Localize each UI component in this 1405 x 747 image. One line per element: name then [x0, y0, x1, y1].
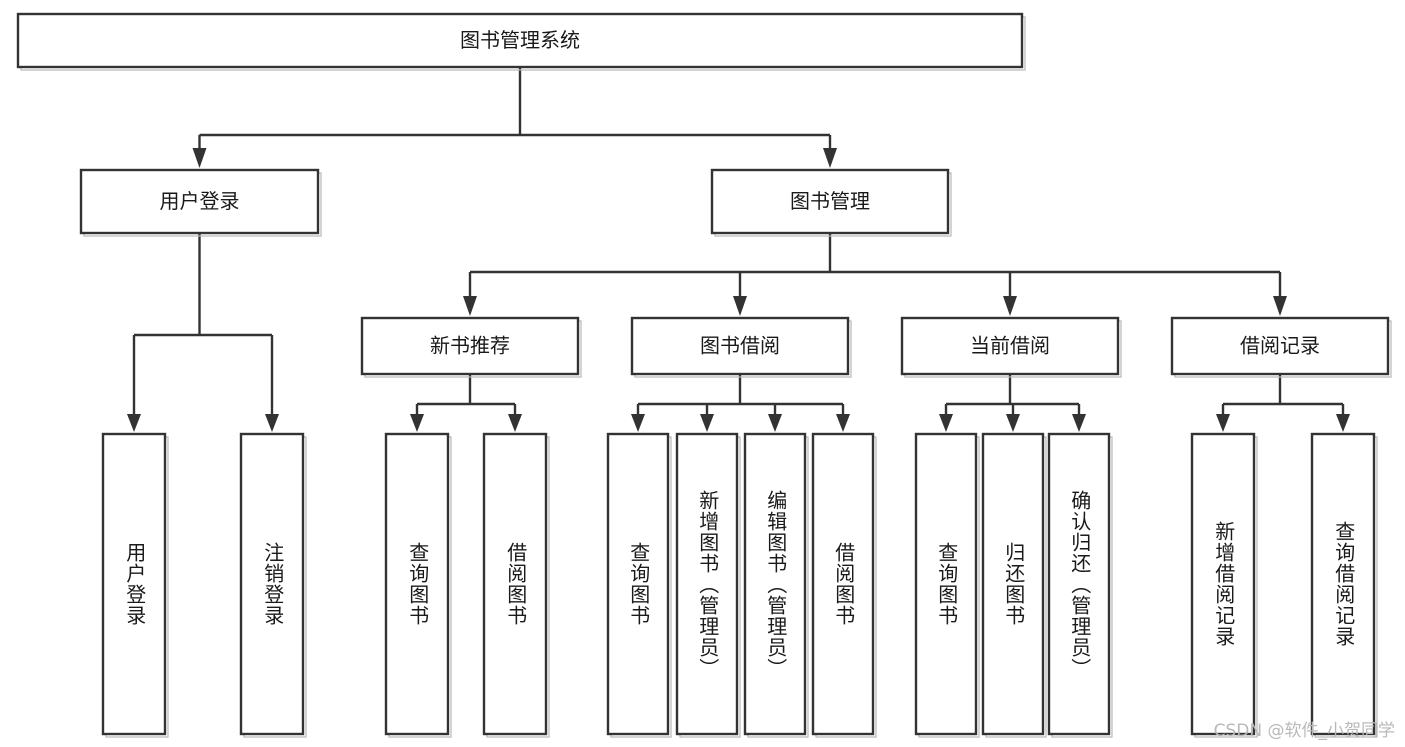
- node-level3-0[interactable]: [360, 316, 580, 376]
- arrow-head-icon: [127, 414, 141, 432]
- node-leaf-10[interactable]: [1047, 432, 1111, 736]
- node-level3-label-0: 新书推荐: [430, 334, 510, 358]
- node-leaf-11[interactable]: [1190, 432, 1256, 736]
- node-level2-1[interactable]: [710, 168, 950, 235]
- node-level2-label-0: 用户登录: [160, 189, 240, 213]
- arrow-head-icon: [192, 148, 207, 168]
- arrow-head-icon: [508, 414, 522, 432]
- node-level2-0[interactable]: [79, 168, 320, 235]
- node-level3-label-2: 当前借阅: [970, 334, 1050, 358]
- arrow-head-icon: [463, 296, 477, 316]
- node-leaf-8[interactable]: [914, 432, 978, 736]
- arrow-head-icon: [836, 414, 850, 432]
- node-root-label: 图书管理系统: [460, 28, 580, 52]
- arrow-head-icon: [823, 148, 837, 168]
- node-leaf-9[interactable]: [981, 432, 1045, 736]
- arrow-head-icon: [768, 414, 782, 432]
- arrow-head-icon: [1273, 296, 1287, 316]
- node-level3-3[interactable]: [1170, 316, 1390, 376]
- node-leaf-6[interactable]: [743, 432, 807, 736]
- node-leaf-5[interactable]: [675, 432, 739, 736]
- arrow-head-icon: [265, 414, 279, 432]
- arrow-head-icon: [1336, 414, 1350, 432]
- node-leaf-4[interactable]: [606, 432, 670, 736]
- node-level3-label-1: 图书借阅: [700, 334, 780, 358]
- node-leaf-1[interactable]: [239, 432, 305, 736]
- arrow-head-icon: [700, 414, 714, 432]
- connector-layer: [127, 67, 1350, 432]
- arrow-head-icon: [631, 414, 645, 432]
- arrow-head-icon: [1216, 414, 1230, 432]
- node-level3-label-3: 借阅记录: [1240, 334, 1320, 358]
- node-level2-label-1: 图书管理: [790, 189, 870, 213]
- node-leaf-3[interactable]: [482, 432, 548, 736]
- arrow-head-icon: [1003, 296, 1017, 316]
- arrow-head-icon: [410, 414, 424, 432]
- node-leaf-0[interactable]: [101, 432, 167, 736]
- node-level3-1[interactable]: [630, 316, 850, 376]
- arrow-head-icon: [1072, 414, 1086, 432]
- node-level3-2[interactable]: [900, 316, 1120, 376]
- arrow-head-icon: [733, 296, 747, 316]
- arrow-head-icon: [1006, 414, 1020, 432]
- node-leaf-7[interactable]: [811, 432, 875, 736]
- node-leaf-12[interactable]: [1310, 432, 1376, 736]
- node-root[interactable]: [16, 12, 1024, 69]
- box-layer: [16, 12, 1392, 738]
- arrow-head-icon: [939, 414, 953, 432]
- node-leaf-2[interactable]: [384, 432, 450, 736]
